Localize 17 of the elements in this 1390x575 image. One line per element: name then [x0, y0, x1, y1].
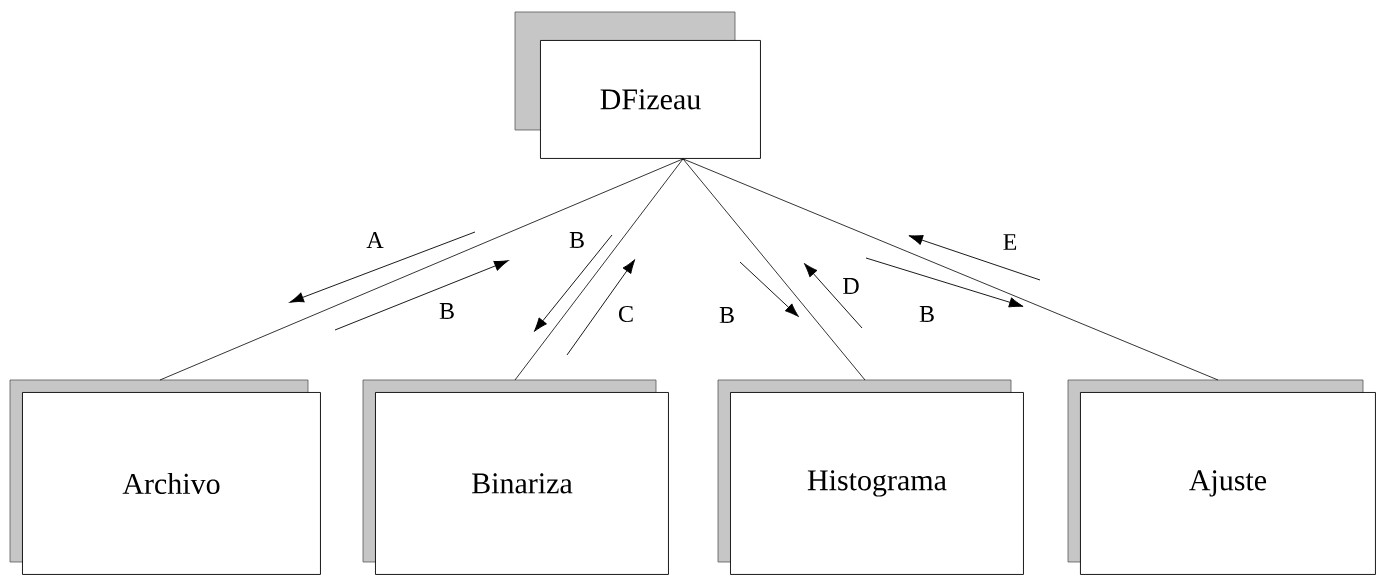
- class-box: Histograma: [717, 379, 1024, 575]
- message-label: B: [569, 232, 584, 248]
- message-label: C: [619, 305, 633, 323]
- message-label: B: [719, 307, 734, 323]
- message-label: B: [439, 303, 454, 319]
- class-box: Archivo: [9, 379, 321, 575]
- class-box: Ajuste: [1067, 379, 1376, 575]
- message-label: E: [1003, 234, 1017, 250]
- connector-line: [682, 158, 866, 381]
- class-box: DFizeau: [514, 11, 761, 159]
- connector-line: [514, 158, 684, 381]
- message-label: A: [366, 232, 384, 248]
- connector-line: [682, 158, 1219, 381]
- class-box: Binariza: [362, 379, 669, 575]
- message-label: B: [919, 306, 934, 322]
- message-label: D: [843, 278, 859, 294]
- connector-line: [159, 158, 684, 381]
